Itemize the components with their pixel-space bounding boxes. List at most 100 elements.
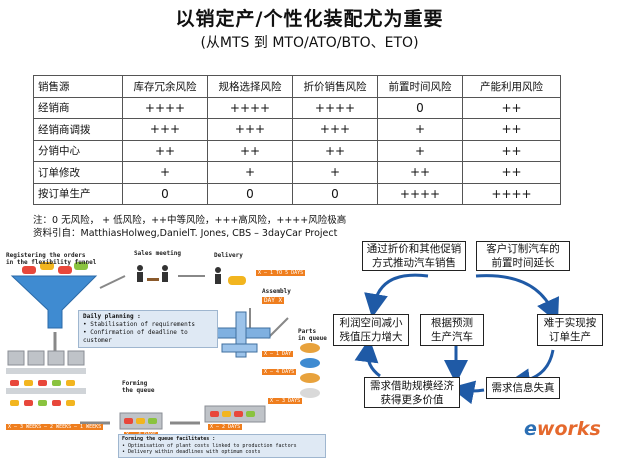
label-registering: Registering the orders in the flexibilit… bbox=[6, 252, 97, 266]
table-cell: ++ bbox=[462, 139, 561, 162]
car-icon bbox=[210, 411, 219, 417]
car-icon bbox=[228, 276, 246, 285]
table-cell: ++++ bbox=[377, 182, 463, 205]
time-tag: X – 2 WEEKS bbox=[36, 424, 74, 430]
person-icon bbox=[162, 272, 168, 282]
label-sales-meeting: Sales meeting bbox=[134, 250, 181, 257]
time-tag: X – 3 DAYS bbox=[268, 398, 303, 404]
table-row: 订单修改 + + + ++ ++ bbox=[33, 161, 561, 184]
flexibility-funnel-illustration: Registering the orders in the flexibilit… bbox=[0, 248, 334, 458]
car-icon bbox=[58, 266, 72, 274]
car-icon bbox=[66, 400, 75, 406]
table-cell: + bbox=[122, 161, 208, 184]
time-tag: X – 3 WEEKS bbox=[6, 424, 44, 430]
label-assembly: Assembly bbox=[262, 288, 291, 295]
table-header-cell: 规格选择风险 bbox=[207, 75, 293, 98]
table-header-cell: 销售源 bbox=[33, 75, 123, 98]
footnote-legend: 注：0 无风险， + 低风险，++中等风险，+++高风险，++++风险极高 bbox=[33, 215, 347, 226]
car-icon bbox=[52, 400, 61, 406]
flow-arrow bbox=[99, 275, 126, 289]
person-icon bbox=[137, 265, 143, 271]
logo-text: works bbox=[536, 418, 601, 440]
cycle-arrow bbox=[450, 380, 485, 405]
table-cell: + bbox=[292, 161, 378, 184]
parts-icon bbox=[300, 358, 320, 368]
car-icon bbox=[38, 400, 47, 406]
table-cell: ++++ bbox=[462, 182, 561, 205]
car-icon bbox=[38, 380, 47, 386]
table-cell: +++ bbox=[292, 118, 378, 141]
person-icon bbox=[162, 265, 168, 271]
queue-benefits-title: Forming the queue facilitates : bbox=[122, 436, 216, 442]
car-icon bbox=[24, 400, 33, 406]
table-header-cell: 折价销售风险 bbox=[292, 75, 378, 98]
page-subtitle: (从MTS 到 MTO/ATO/BTO、ETO) bbox=[200, 35, 419, 51]
table-cell: ++ bbox=[207, 139, 293, 162]
order-stack-icon bbox=[67, 350, 85, 366]
table-cell: 0 bbox=[292, 182, 378, 205]
cycle-box-discount-sales: 通过折价和其他促销 方式推动汽车销售 bbox=[362, 241, 466, 271]
table-cell: ++++ bbox=[122, 96, 208, 119]
time-tag: X – 1 WEEKS bbox=[66, 424, 104, 430]
label-parts-in-queue: Parts in queue bbox=[298, 328, 327, 342]
car-icon bbox=[246, 411, 255, 417]
car-icon bbox=[124, 418, 133, 424]
order-shelf bbox=[6, 368, 86, 374]
cycle-arrow bbox=[364, 273, 429, 318]
car-icon bbox=[74, 262, 88, 270]
cycle-box-demand-distortion: 需求信息失真 bbox=[486, 377, 560, 399]
table-cell: ++ bbox=[292, 139, 378, 162]
assembly-line-icon bbox=[221, 343, 258, 353]
daily-planning-item: • Stabilisation of requirements bbox=[83, 321, 195, 328]
cycle-box-scale-economy: 需求借助规模经济 获得更多价值 bbox=[364, 377, 460, 408]
table-cell: ++++ bbox=[292, 96, 378, 119]
car-icon bbox=[40, 262, 54, 270]
table-header-cell: 产能利用风险 bbox=[462, 75, 561, 98]
order-stack-icon bbox=[47, 350, 65, 366]
label-forming-queue: Forming the queue bbox=[122, 380, 155, 394]
table-cell: ++ bbox=[462, 96, 561, 119]
eworks-logo: eworks bbox=[524, 418, 601, 440]
daily-planning-panel: Daily planning : • Stabilisation of requ… bbox=[78, 310, 218, 348]
footnote: 注：0 无风险， + 低风险，++中等风险，+++高风险，++++风险极高 资料… bbox=[33, 214, 346, 240]
time-tag: X – 1 TO 5 DAYS bbox=[256, 270, 306, 276]
funnel-icon bbox=[10, 275, 98, 329]
table-cell: 经销商 bbox=[33, 96, 123, 119]
car-icon bbox=[148, 418, 157, 424]
time-tag: X – 1 DAY bbox=[262, 351, 294, 357]
car-icon bbox=[66, 380, 75, 386]
table-row: 分销中心 ++ ++ ++ + ++ bbox=[33, 139, 561, 162]
table-icon bbox=[147, 278, 159, 281]
table-cell: 经销商调拨 bbox=[33, 118, 123, 141]
car-icon bbox=[24, 380, 33, 386]
table-header-row: 销售源 库存冗余风险 规格选择风险 折价销售风险 前置时间风险 产能利用风险 bbox=[33, 75, 561, 98]
assembly-day-tag: DAY X bbox=[262, 297, 285, 304]
flow-arrow bbox=[267, 317, 289, 339]
table-cell: + bbox=[377, 139, 463, 162]
cycle-arrow bbox=[354, 338, 381, 378]
risk-table: 销售源 库存冗余风险 规格选择风险 折价销售风险 前置时间风险 产能利用风险 经… bbox=[33, 75, 561, 205]
table-row: 经销商 ++++ ++++ ++++ 0 ++ bbox=[33, 96, 561, 119]
table-row: 经销商调拨 +++ +++ +++ + ++ bbox=[33, 118, 561, 141]
order-stack-icon bbox=[7, 350, 25, 366]
person-icon bbox=[215, 267, 221, 273]
car-icon bbox=[136, 418, 145, 424]
table-cell: ++ bbox=[462, 161, 561, 184]
table-cell: ++ bbox=[122, 139, 208, 162]
footnote-source: 资料引自：MatthiasHolweg,DanielT. Jones, CBS … bbox=[33, 228, 338, 239]
table-cell: + bbox=[207, 161, 293, 184]
table-cell: 按订单生产 bbox=[33, 182, 123, 205]
table-cell: 0 bbox=[207, 182, 293, 205]
table-header-cell: 库存冗余风险 bbox=[122, 75, 208, 98]
parts-icon bbox=[300, 343, 320, 353]
queue-benefits-item: • Delivery within deadlines with optimum… bbox=[122, 449, 261, 455]
person-icon bbox=[215, 274, 221, 284]
table-cell: +++ bbox=[207, 118, 293, 141]
table-cell: ++ bbox=[462, 118, 561, 141]
cycle-box-lead-time: 客户订制汽车的 前置时间延长 bbox=[476, 241, 570, 271]
table-cell: ++++ bbox=[207, 96, 293, 119]
car-icon bbox=[52, 380, 61, 386]
label-delivery: Delivery bbox=[214, 252, 243, 259]
time-tag: X – 2 DAYS bbox=[208, 424, 243, 430]
cycle-box-forecast-production: 根据预测 生产汽车 bbox=[420, 314, 484, 346]
